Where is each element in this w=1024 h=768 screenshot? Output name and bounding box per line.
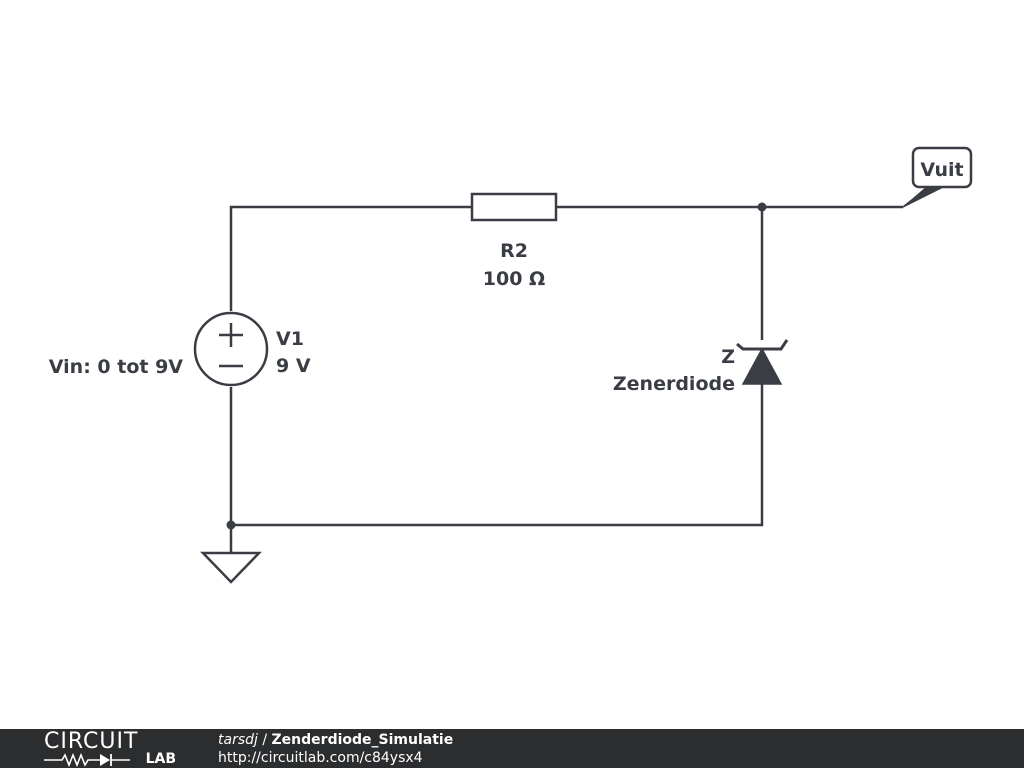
logo-bottom-text: LAB [145, 751, 176, 767]
source-value-label: 9 V [276, 355, 311, 377]
circuitlab-logo[interactable]: CIRCUIT LAB [44, 731, 176, 767]
logo-top-text: CIRCUIT [44, 729, 139, 754]
source-name-label: V1 [276, 328, 304, 350]
zener-diode[interactable] [736, 339, 789, 385]
footer-bar: CIRCUIT LAB tarsdj / Zenderdiode_Simulat… [0, 729, 1024, 768]
zener-diode-bar-icon [736, 339, 789, 351]
zener-name-label: Zenerdiode [613, 373, 735, 395]
resistor-r2[interactable] [470, 192, 558, 222]
zener-diode-triangle-icon [741, 347, 783, 385]
circuit-credit: tarsdj / Zenderdiode_Simulatie [218, 731, 453, 749]
net-label-pointer-icon [902, 186, 944, 208]
junction-bottom [226, 520, 236, 530]
wire-bottom [231, 384, 764, 527]
credit-separator: / [257, 732, 272, 748]
author-link[interactable]: tarsdj [218, 732, 258, 748]
output-net-label[interactable]: Vuit [902, 146, 973, 208]
voltage-source-v1[interactable] [193, 311, 269, 387]
net-label-box [911, 146, 973, 189]
zener-type-label: Z [721, 346, 735, 368]
resistor-name-label: R2 [500, 240, 528, 262]
ground-icon [200, 551, 262, 584]
circuit-url-link[interactable]: http://circuitlab.com/c84ysx4 [218, 750, 423, 766]
logo-bottom-row: LAB [44, 752, 176, 767]
schematic-canvas: Vin: 0 tot 9V V1 9 V R2 100 Ω Z Zenerdio… [49, 146, 973, 584]
resistor-value-label: 100 Ω [483, 268, 545, 290]
wires [229, 205, 903, 553]
source-description-label: Vin: 0 tot 9V [49, 356, 184, 378]
wire-left-top [229, 205, 472, 311]
output-label: Vuit [920, 159, 963, 181]
junction-top [757, 202, 767, 212]
circuit-title[interactable]: Zenderdiode_Simulatie [271, 732, 454, 748]
logo-circuit-symbol-icon [44, 752, 130, 767]
